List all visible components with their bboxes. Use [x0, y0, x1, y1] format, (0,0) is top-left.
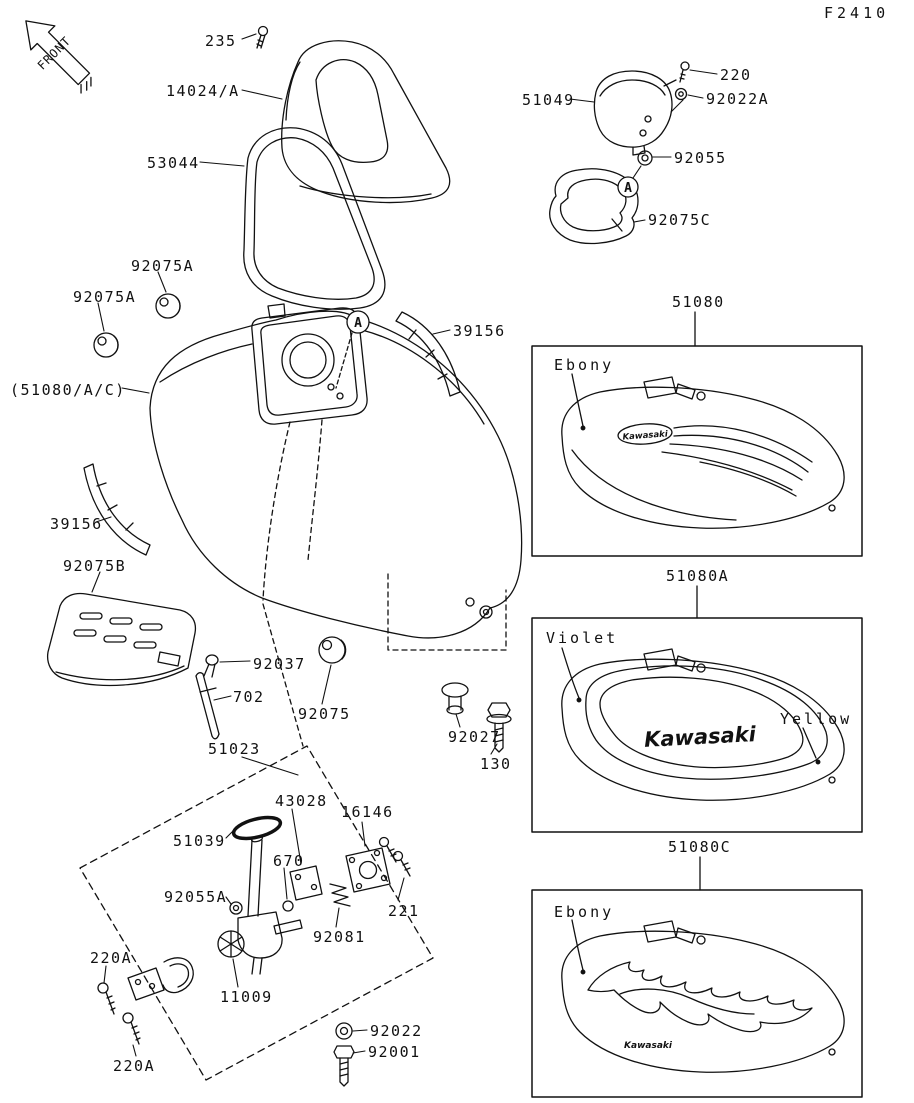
callout-92075A-top: 92075A: [131, 257, 195, 275]
callout-92022: 92022: [370, 1022, 423, 1040]
callout-92001: 92001: [368, 1043, 421, 1061]
callout-92081: 92081: [313, 928, 366, 946]
diagram-code: F2410: [824, 4, 890, 22]
callout-92022A: 92022A: [706, 90, 770, 108]
graphics-51080A-pinstripes: [585, 665, 828, 780]
trim-strip-39156-left-art: [83, 463, 151, 556]
callout-51080AC: (51080/A/C): [10, 381, 126, 399]
screw-220-icon: [679, 61, 690, 83]
callout-92027: 92027: [448, 728, 501, 746]
callout-51023: 51023: [208, 740, 261, 758]
tank-cover-14024-art: [281, 40, 451, 204]
variant-box-51080A: Kawasaki: [531, 617, 863, 833]
front-label: FRONT: [35, 34, 74, 73]
oring-51039-icon: [231, 815, 283, 841]
color-label-violet: Violet: [546, 629, 619, 647]
callout-92055A: 92055A: [164, 888, 228, 906]
callout-53044: 53044: [147, 154, 200, 172]
front-arrow-icon: FRONT: [25, 20, 92, 94]
callout-92075: 92075: [298, 705, 351, 723]
callout-221: 221: [388, 902, 420, 920]
callout-702: 702: [233, 688, 265, 706]
callout-130: 130: [480, 755, 512, 773]
color-label-ebony-51080C: Ebony: [554, 903, 615, 921]
trim-strip-39156-right-art: [395, 311, 461, 397]
assembly-boundary-dashed: [79, 745, 434, 1081]
screw-235-icon: [256, 25, 269, 49]
callout-39156-right: 39156: [453, 322, 506, 340]
brand-logo-51080C: Kawasaki: [624, 1041, 673, 1051]
brand-logo-51080: Kawasaki: [622, 429, 669, 442]
strainer-11009-icon: [217, 930, 245, 958]
callout-92075C: 92075C: [648, 211, 712, 229]
box-label-connectors: [694, 311, 701, 891]
variant-box-51080: Kawasaki: [531, 345, 863, 557]
grommet-92055-icon: [637, 150, 653, 166]
callout-39156-left: 39156: [50, 515, 103, 533]
callout-92037: 92037: [253, 655, 306, 673]
callout-43028: 43028: [275, 792, 328, 810]
gasket-53044-art: [243, 127, 386, 310]
callout-92055: 92055: [674, 149, 727, 167]
color-label-yellow: Yellow: [780, 710, 853, 728]
fuel-tank-art: [149, 303, 523, 747]
callout-51049: 51049: [522, 91, 575, 109]
grommet-92075A-top-icon: [155, 293, 181, 319]
callout-220: 220: [720, 66, 752, 84]
fuel-tap-assembly-art: [97, 815, 411, 1045]
callout-92075B: 92075B: [63, 557, 127, 575]
tap-holder-16146-icon: [345, 847, 391, 893]
screws-221-icon: [378, 836, 411, 877]
callout-220A-bottom: 220A: [113, 1057, 156, 1075]
damper-92027-icon: [441, 682, 469, 715]
oring-670-icon: [282, 900, 294, 912]
callout-51039: 51039: [173, 832, 226, 850]
grommet-92075-icon: [318, 636, 347, 664]
bracket-92075B-art: [46, 592, 197, 687]
detail-marker-a-gauge: A: [617, 176, 639, 198]
callout-235: 235: [205, 32, 237, 50]
brand-logo-51080A: Kawasaki: [643, 722, 757, 752]
graphics-51080C-flames: [587, 961, 813, 1033]
callout-220A-top: 220A: [90, 949, 133, 967]
screw-220A-top-icon: [97, 982, 116, 1015]
callout-670: 670: [273, 852, 305, 870]
gasket-92075C-art: [549, 168, 639, 245]
callout-11009: 11009: [220, 988, 273, 1006]
screw-220A-bottom-icon: [122, 1012, 141, 1045]
washer-92022A-icon: [674, 87, 688, 101]
spring-92081-icon: [329, 883, 351, 907]
variant-label-51080C: 51080C: [668, 838, 732, 856]
callout-92075A-left: 92075A: [73, 288, 137, 306]
color-label-ebony-51080: Ebony: [554, 356, 615, 374]
grommet-92075A-left-icon: [93, 332, 119, 358]
variant-box-51080C: Kawasaki: [531, 889, 863, 1098]
callout-16146: 16146: [341, 803, 394, 821]
bolt-130-icon: [486, 702, 512, 753]
bolt-92001-icon: [333, 1045, 355, 1087]
lever-plate-art: [127, 957, 194, 1001]
callout-14024A: 14024/A: [166, 82, 240, 100]
tube-702-icon: [195, 672, 220, 740]
oring-92055A-icon: [229, 901, 243, 915]
fuel-gauge-51049-art: [593, 70, 677, 156]
gasket-43028-icon: [289, 865, 323, 901]
svg-text:A: A: [354, 316, 362, 331]
clip-92037-icon: [203, 654, 219, 678]
leader-lines: [91, 33, 718, 1057]
washer-92022-icon: [335, 1022, 353, 1040]
detail-marker-a-tank: A: [346, 310, 370, 334]
variant-label-51080A: 51080A: [666, 567, 730, 585]
variant-label-51080: 51080: [672, 293, 725, 311]
graphics-51080-speedlines: [571, 423, 813, 521]
svg-text:A: A: [624, 181, 632, 196]
